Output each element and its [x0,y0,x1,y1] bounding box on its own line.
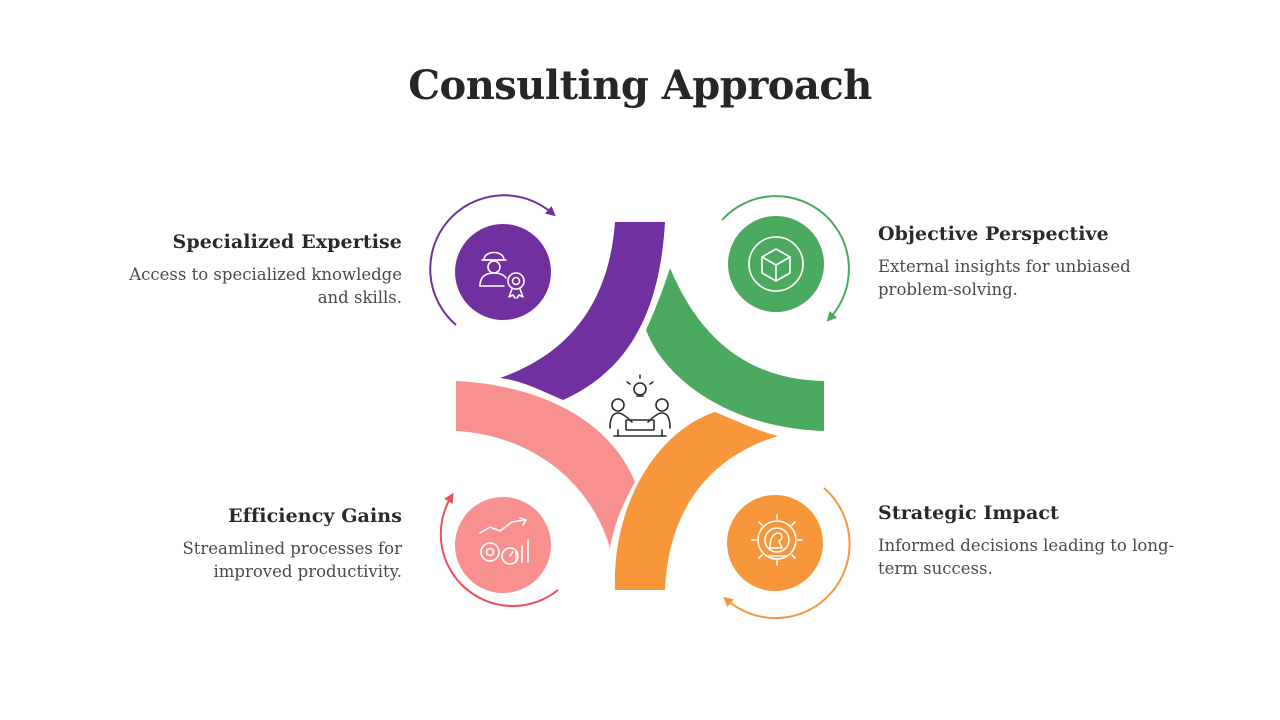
purple-arc-arrow [429,194,556,326]
green-arc-arrow [721,195,850,322]
efficiency-gains-block: Efficiency Gains Streamlined processes f… [102,505,402,583]
chess-gear-icon [751,514,803,566]
specialized-expertise-heading: Specialized Expertise [172,231,402,253]
efficiency-gains-heading: Efficiency Gains [228,505,402,527]
orange-icon-circle [727,495,823,591]
green-petal [646,268,824,431]
meeting-idea-icon [609,374,671,437]
objective-perspective-block: Objective Perspective External insights … [878,223,1178,301]
purple-petal [500,222,665,400]
objective-perspective-text: External insights for unbiased problem-s… [878,257,1131,299]
growth-gears-icon [479,517,529,565]
orange-petal [614,412,778,590]
pink-icon-circle [455,497,551,593]
green-icon-circle [728,216,824,312]
efficiency-gains-text: Streamlined processes for improved produ… [182,539,402,581]
orange-arc-arrow [723,487,851,619]
specialized-expertise-text: Access to specialized knowledge and skil… [129,265,402,307]
objective-perspective-heading: Objective Perspective [878,223,1109,245]
red-arc-arrow [439,492,559,607]
specialized-expertise-block: Specialized Expertise Access to speciali… [102,231,402,309]
engineer-gear-icon [479,251,525,299]
purple-icon-circle [455,224,551,320]
strategic-impact-text: Informed decisions leading to long-term … [878,536,1175,578]
strategic-impact-heading: Strategic Impact [878,502,1059,524]
pink-petal [456,381,635,548]
strategic-impact-block: Strategic Impact Informed decisions lead… [878,502,1178,580]
page-title: Consulting Approach [408,62,872,109]
cube-icon [748,236,804,292]
